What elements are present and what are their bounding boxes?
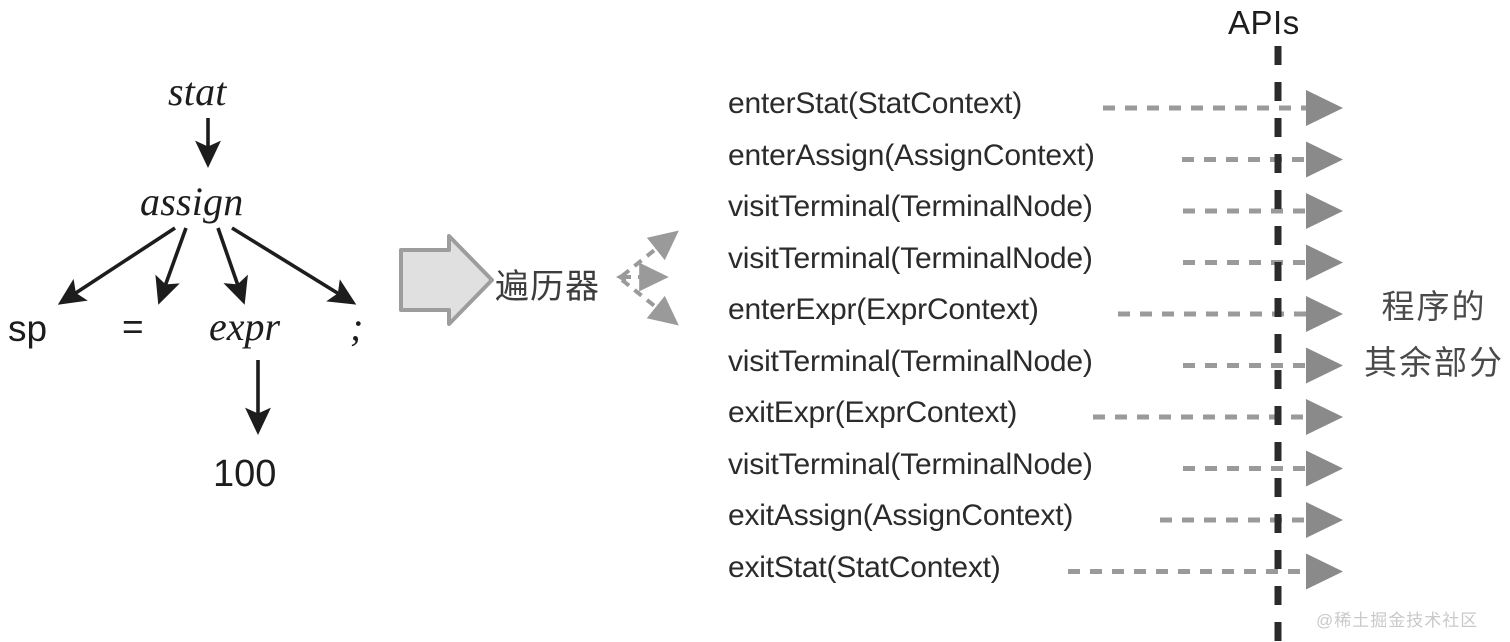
tree-node-assign: assign: [140, 179, 244, 224]
callback-method-row: exitExpr(ExprContext): [728, 396, 1018, 429]
callback-method-row: visitTerminal(TerminalNode): [728, 344, 1093, 378]
tree-node-sp: sp: [8, 308, 48, 349]
fanout-arrow-down: [620, 278, 679, 326]
tree-node-stat: stat: [168, 69, 227, 114]
watermark: @稀土掘金技术社区: [1316, 611, 1479, 630]
callback-method-row: exitStat(StatContext): [728, 550, 1001, 584]
edge-assign-expr: [216, 227, 248, 305]
tree-node-expr: expr: [209, 304, 281, 349]
callback-method-row: visitTerminal(TerminalNode): [728, 190, 1093, 223]
fanout-origin-head: [616, 271, 626, 283]
tree-node-equals: =: [122, 306, 144, 347]
fanout-arrows-icon: [616, 230, 679, 326]
callback-method-row: exitAssign(AssignContext): [728, 499, 1074, 532]
callback-method-row: enterExpr(ExprContext): [728, 293, 1039, 326]
edge-assign-sp: [57, 226, 176, 305]
walker-label: 遍历器: [495, 268, 600, 306]
rest-of-program-line-2: 其余部分: [1364, 344, 1504, 381]
callback-method-row: visitTerminal(TerminalNode): [728, 241, 1093, 275]
callback-method-row: enterAssign(AssignContext): [728, 138, 1095, 172]
callback-method-row: enterStat(StatContext): [728, 87, 1023, 120]
callback-arrows-group: [1068, 90, 1344, 590]
block-arrow-icon: [399, 234, 494, 326]
edge-assign-eq: [155, 227, 188, 305]
edge-assign-semi: [231, 226, 357, 305]
tree-node-100: 100: [213, 453, 277, 495]
apis-label: APIs: [1228, 4, 1300, 41]
fanout-arrow-up: [620, 230, 679, 278]
tree-node-semicolon: ;: [350, 304, 364, 349]
tree-edges: [57, 118, 357, 436]
rest-of-program-line-1: 程序的: [1381, 288, 1487, 325]
callback-method-row: visitTerminal(TerminalNode): [728, 447, 1093, 481]
